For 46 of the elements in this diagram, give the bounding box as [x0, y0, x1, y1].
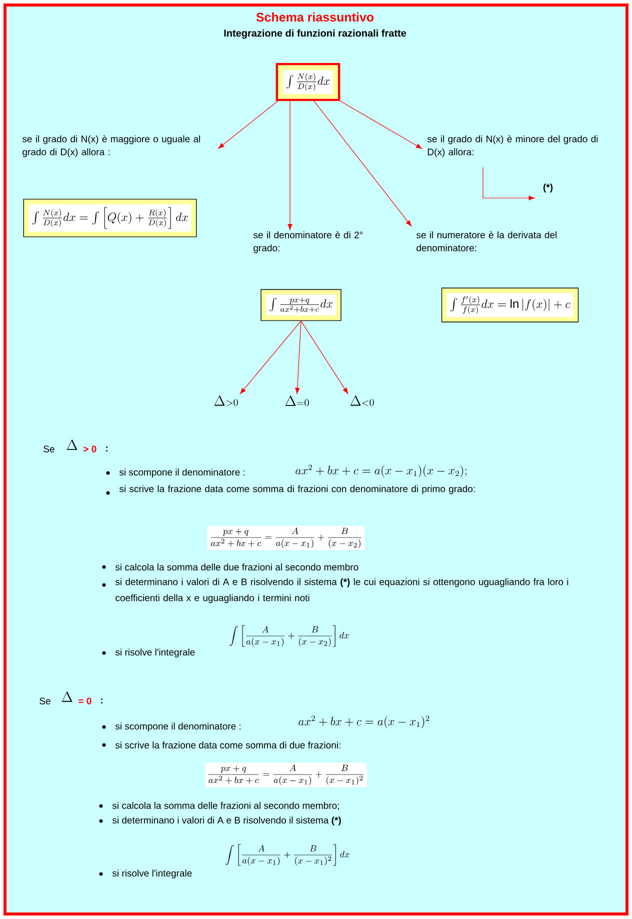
arrow [218, 100, 278, 149]
bullet-text: si determinano i valori di A e B risolvendo il sistema (*) [112, 816, 341, 826]
formula: $\int\left[\frac{A}{a(x-x_1)}+\frac{B}{(x-x_1)^2}\right]dx$ [224, 843, 351, 867]
colon: : [101, 698, 102, 704]
arrow [240, 320, 302, 394]
formula-box: $\int\frac{N(x)}{D(x)}dx=\int\left[Q(x)+\frac{R(x)}{D(x)}\right]dx$ [23, 198, 197, 238]
bullet-text: si calcola la somma delle due frazioni al secondo membro [115, 564, 358, 570]
formula-box: $\int\frac{f'(x)}{f(x)}dx=\ln\left|f(x)\right|+c$ [441, 288, 579, 322]
delta-symbol: $\Delta$ [66, 440, 78, 450]
case-heading: Se [40, 698, 50, 704]
condition-text: se il denominatore è di 2° grado: [253, 231, 363, 254]
arrow [300, 320, 348, 394]
arrow [288, 100, 292, 230]
formula: $ax^2+bx+c=a(x-x_1)(x-x_2);$ [296, 464, 466, 478]
bullet-text: si scompone il denominatore : [119, 468, 244, 478]
discriminant-case: $\Delta{\scriptstyle =0}$ [285, 396, 309, 406]
reference-mark: (*) [543, 184, 553, 192]
formula: $ax^2+bx+c=a(x-x_1)^2$ [298, 716, 430, 728]
bullet-text: si determinano i valori di A e B risolvendo il sistema (*) le cui equazioni si ottengono uguagliando fra loro i coefficienti della x e uguagliando i termini noti [115, 578, 568, 604]
title: Schema riassuntivo [256, 12, 374, 22]
condition-text: se il grado di N(x) è maggiore o uguale al grado di D(x) allora : [22, 135, 200, 158]
formula: $\int\left[\frac{A}{a(x-x_1)}+\frac{B}{(x-x_2)}\right]dx$ [228, 624, 350, 648]
condition-text: se il numeratore è la derivata del denominatore: [416, 231, 556, 252]
delta-symbol: $\Delta$ [62, 692, 72, 702]
arrow [295, 320, 302, 394]
discriminant-case: $\Delta{\scriptstyle <0}$ [350, 395, 374, 406]
bullet-text: si scrive la frazione data come somma di due frazioni: [115, 742, 340, 748]
formula: $\frac{px+q}{ax^2+bx+c}=\frac{A}{a(x-x_1)}+\frac{B}{(x-x_2)}$ [207, 526, 365, 550]
bullet-text: si scompone il denominatore : [115, 722, 240, 732]
formula: $\frac{px+q}{ax^2+bx+c}=\frac{A}{a(x-x_1)}+\frac{B}{(x-x_1)^2}$ [205, 762, 367, 788]
arrow [482, 167, 535, 200]
discriminant-case: $\Delta{\scriptstyle >0}$ [214, 395, 238, 406]
condition-text: se il grado di N(x) è minore del grado di D(x) allora: [427, 135, 598, 158]
condition: > 0 [84, 446, 96, 452]
condition: = 0 [78, 698, 92, 704]
subtitle: Integrazione di funzioni razionali fratte [224, 29, 406, 39]
bullet-text: si calcola la somma delle frazioni al secondo membro; [112, 802, 339, 810]
colon: : [106, 446, 108, 452]
formula-box: $\int\frac{px+q}{ax^2+bx+c}dx$ [260, 289, 342, 321]
bullet-text: si risolve l'integrale [115, 648, 195, 658]
case-heading: Se [44, 446, 54, 452]
formula-box: $\int\frac{N(x)}{D(x)}dx$ [276, 62, 340, 102]
arrow [340, 100, 422, 149]
bullet-text: si risolve l'integrale [112, 870, 192, 878]
bullet-text: si scrive la frazione data come somma di frazioni con denominatore di primo grado: [119, 485, 475, 494]
arrow [314, 100, 412, 226]
